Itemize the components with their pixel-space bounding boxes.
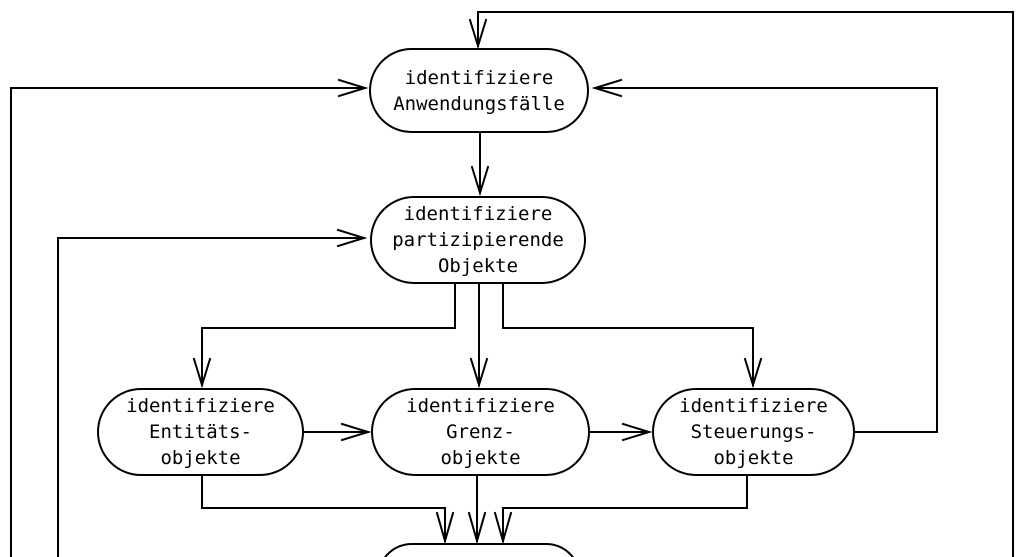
node-identifiziere-grenzobjekte: identifiziere Grenz- objekte (371, 388, 590, 476)
arrowhead-into-grenz-top (469, 357, 489, 389)
arrowhead-into-bottom-middle (467, 511, 487, 545)
edge-steuerungs-to-bottom (502, 475, 748, 542)
node-label-line: identifiziere (406, 395, 555, 417)
node-label-line: identifiziere (403, 203, 553, 225)
edge-partizipierende-to-steuerungs (502, 283, 754, 386)
arrowhead-into-bottom-left (435, 511, 455, 545)
arrowhead-into-bottom-right (493, 511, 513, 545)
edge-left-inner-loop (57, 237, 365, 557)
node-label-line: identifiziere (404, 66, 554, 89)
arrowhead-into-grenz-left (340, 422, 372, 442)
node-label-line: partizipierende (392, 229, 564, 251)
edge-entitaets-to-bottom (201, 475, 446, 542)
node-label-line: objekte (160, 447, 241, 469)
arrowhead-into-anwendungsfaelle-left (337, 78, 369, 98)
node-label-line: Entitäts- (149, 421, 252, 443)
arrowhead-into-entitaets-top (192, 357, 212, 389)
node-label-line: objekte (713, 447, 794, 469)
node-label-line: identifiziere (679, 395, 828, 417)
node-bottom-cut-off (377, 543, 581, 557)
edge-top-right-outer-loop (477, 11, 1014, 557)
edge-partizipierende-to-entitaets (201, 283, 456, 386)
node-label-line: identifiziere (126, 395, 275, 417)
node-identifiziere-anwendungsfaelle: identifiziere Anwendungsfälle (369, 48, 589, 133)
arrowhead-into-steuerungs-left (621, 422, 653, 442)
node-label-line: objekte (440, 447, 521, 469)
arrowhead-into-anwendungsfaelle-top (468, 18, 488, 50)
node-label-line: Anwendungsfälle (393, 92, 565, 115)
arrowhead-into-steuerungs-top (743, 357, 763, 389)
node-label-line: Objekte (437, 255, 519, 277)
node-label-line: Steuerungs- (690, 421, 817, 443)
edge-steuerungs-to-anwendungsfaelle (594, 87, 938, 433)
node-identifiziere-entitaetsobjekte: identifiziere Entitäts- objekte (97, 388, 304, 476)
node-label-line: Grenz- (446, 421, 515, 443)
arrowhead-into-partizipierende-top (470, 165, 490, 197)
node-identifiziere-partizipierende-objekte: identifiziere partizipierende Objekte (370, 196, 586, 284)
arrowhead-into-anwendungsfaelle-right (591, 78, 623, 98)
arrowhead-into-partizipierende-left (336, 228, 368, 248)
edge-left-outer-loop (10, 87, 366, 557)
node-identifiziere-steuerungsobjekte: identifiziere Steuerungs- objekte (652, 388, 855, 476)
